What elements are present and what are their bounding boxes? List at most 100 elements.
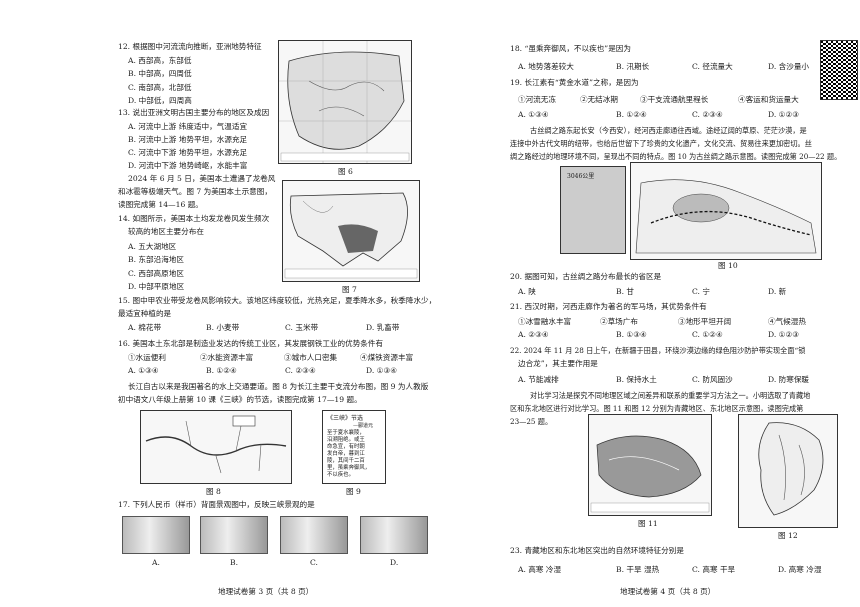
q12-option-c[interactable]: C. 南部高，北部低 xyxy=(128,83,192,92)
q20-option-c[interactable]: C. 宁 xyxy=(692,287,710,296)
q18-option-d[interactable]: D. 含沙量小 xyxy=(768,62,810,71)
q21-item-2: ②草场广布 xyxy=(600,317,638,326)
q12-option-d[interactable]: D. 中部低，四周高 xyxy=(128,96,192,105)
q17-option-b[interactable]: B. xyxy=(230,558,238,567)
q15-option-b[interactable]: B. 小麦带 xyxy=(206,323,240,332)
q20-option-d[interactable]: D. 新 xyxy=(768,287,787,296)
intro-23-line-3: 23—25 题。 xyxy=(510,417,553,426)
q22-option-c[interactable]: C. 防风固沙 xyxy=(692,375,733,384)
q21-item-3: ③地形平坦开阔 xyxy=(678,317,732,326)
q15-option-a[interactable]: A. 棉花带 xyxy=(128,323,162,332)
q17-option-a[interactable]: A. xyxy=(152,558,160,567)
q21-option-b[interactable]: B. ①③④ xyxy=(616,330,647,339)
q21-option-a[interactable]: A. ②③④ xyxy=(518,330,549,339)
q22-option-b[interactable]: B. 保持水土 xyxy=(616,375,657,384)
figure-9-caption: 图 9 xyxy=(346,487,361,496)
figure-6-caption: 图 6 xyxy=(338,167,353,176)
q19-option-b[interactable]: B. ①②④ xyxy=(616,110,647,119)
q22-option-a[interactable]: A. 节能减排 xyxy=(518,375,559,384)
figure-9-title: 《三峡》节选 xyxy=(327,415,364,422)
q16-item-4: ④煤铁资源丰富 xyxy=(360,353,414,362)
q23-option-c[interactable]: C. 高寒 干旱 xyxy=(692,565,736,574)
figure-9-line: 陵，其间千二百 xyxy=(327,458,365,464)
q12-stem: 12. 根据图中河流流向推断，亚洲地势特征 xyxy=(118,42,262,51)
q13-option-a[interactable]: A. 河流中上游 纬度适中，气温适宜 xyxy=(128,122,248,131)
q13-stem: 13. 说出亚洲文明古国主要分布的地区及成因 xyxy=(118,108,270,117)
q20-stem: 20. 据图可知，古丝绸之路分布最长的省区是 xyxy=(510,272,662,281)
q14-option-a[interactable]: A. 五大湖地区 xyxy=(128,242,177,251)
figure-11-caption: 图 11 xyxy=(638,519,658,528)
q13-option-d[interactable]: D. 河流中下游 地势崎岖，水能丰富 xyxy=(128,161,248,170)
q20-option-a[interactable]: A. 陕 xyxy=(518,287,536,296)
q22-stem: 22. 2024 年 11 月 28 日上午，在新疆于田县，环绕沙漠边缘的绿色阻… xyxy=(510,346,806,355)
q21-item-1: ①冰雪融水丰富 xyxy=(518,317,572,326)
q21-stem: 21. 西汉时期，河西走廊作为著名的军马场，其优势条件有 xyxy=(510,302,707,311)
q14-option-c[interactable]: C. 西部高原地区 xyxy=(128,269,184,278)
q12-option-b[interactable]: B. 中部高，四周低 xyxy=(128,69,192,78)
q16-item-3: ③城市人口密集 xyxy=(284,353,338,362)
q13-option-c[interactable]: C. 河流中下游 地势平坦，水源充足 xyxy=(128,148,248,157)
figure-10-badge: 3046公里 xyxy=(567,173,595,180)
banknote-image-a[interactable] xyxy=(122,516,190,554)
q18-option-a[interactable]: A. 地势落差较大 xyxy=(518,62,574,71)
figure-9-line: 命急宣，有时朝 xyxy=(327,444,365,450)
figure-10-silk-road-map xyxy=(630,162,822,260)
figure-9-body: 至于夏水襄陵， 沿溯阻绝。或王 命急宣，有时朝 发白帝，暮到江 陵，其间千二百 … xyxy=(327,430,370,479)
banknote-image-b[interactable] xyxy=(200,516,268,554)
q14-option-d[interactable]: D. 中部平原地区 xyxy=(128,282,185,291)
q16-option-d[interactable]: D. ①③④ xyxy=(366,366,398,375)
q18-option-b[interactable]: B. 汛期长 xyxy=(616,62,650,71)
figure-8-caption: 图 8 xyxy=(206,487,221,496)
q19-option-c[interactable]: C. ②③④ xyxy=(692,110,723,119)
intro-23-line-1: 对比学习法是探究不同地理区域之间差异和联系的重要学习方法之一。小明选取了青藏地 xyxy=(530,391,811,400)
q12-option-a[interactable]: A. 西部高，东部低 xyxy=(128,56,192,65)
q16-item-2: ②水能资源丰富 xyxy=(200,353,254,362)
q19-stem: 19. 长江素有“黄金水道”之称，是因为 xyxy=(510,78,639,87)
figure-9-line: 不以疾也。 xyxy=(327,472,354,478)
q23-option-a[interactable]: A. 高寒 冷湿 xyxy=(518,565,562,574)
figure-10-inset-photo: 3046公里 xyxy=(560,166,626,254)
q23-option-d[interactable]: D. 高寒 冷湿 xyxy=(778,565,822,574)
q22-stem-2: 边合龙”，其主要作用是 xyxy=(518,359,598,368)
q14-stem-2: 较高的地区主要分布在 xyxy=(128,227,204,236)
q17-stem: 17. 下列人民币（样币）背面景观图中，反映三峡景观的是 xyxy=(118,500,315,509)
q20-option-b[interactable]: B. 甘 xyxy=(616,287,635,296)
q16-option-b[interactable]: B. ①②④ xyxy=(206,366,237,375)
q19-item-3: ③干支流通航里程长 xyxy=(640,95,709,104)
q16-option-a[interactable]: A. ①③④ xyxy=(128,366,159,375)
intro-20-line-1: 古丝绸之路东起长安（今西安），经河西走廊通往西域。途经辽阔的草原、茫茫沙漠，是 xyxy=(530,126,807,135)
q16-option-c[interactable]: C. ②③④ xyxy=(285,366,316,375)
q21-option-c[interactable]: C. ①②④ xyxy=(692,330,723,339)
intro-17-line-2: 初中语文八年级上册第 10 课《三峡》的节选，读图完成第 17—19 题。 xyxy=(118,395,362,404)
q13-option-b[interactable]: B. 河流中上游 地势平坦，水源充足 xyxy=(128,135,248,144)
q21-option-d[interactable]: D. ①②③ xyxy=(768,330,800,339)
q22-option-d[interactable]: D. 防寒保暖 xyxy=(768,375,810,384)
q23-option-b[interactable]: B. 干旱 湿热 xyxy=(616,565,660,574)
q19-option-a[interactable]: A. ①③④ xyxy=(518,110,549,119)
q23-stem: 23. 青藏地区和东北地区突出的自然环境特征分别是 xyxy=(510,546,684,555)
page-footer-3: 地理试卷第 3 页（共 8 页） xyxy=(218,587,314,596)
intro-20-line-3: 绸之路经过的地理环境不同，呈现出不同的特点。图 10 为古丝绸之路示意图。读图完… xyxy=(510,152,842,161)
q14-option-b[interactable]: B. 东部沿海地区 xyxy=(128,255,184,264)
intro-14-line-2: 和冰雹等极端天气。图 7 为美国本土示意图， xyxy=(118,187,272,196)
q19-option-d[interactable]: D. ①②③ xyxy=(768,110,800,119)
q15-option-d[interactable]: D. 乳畜带 xyxy=(366,323,400,332)
figure-7-usa-map xyxy=(282,180,420,282)
figure-7-caption: 图 7 xyxy=(342,285,357,294)
q19-item-1: ①河流无冻 xyxy=(518,95,556,104)
figure-9-author: —郦道元 xyxy=(353,423,374,429)
figure-12-caption: 图 12 xyxy=(778,531,798,540)
intro-20-line-2: 连接中外古代文明的纽带，也给后世留下了珍贵的文化遗产，文化交流、贸易往来更加密切… xyxy=(510,139,812,148)
banknote-image-d[interactable] xyxy=(360,516,428,554)
figure-9-line: 里，虽乘奔御风， xyxy=(327,465,371,471)
figure-12-northeast-map xyxy=(738,414,838,528)
intro-23-line-2: 区和东北地区进行对比学习。图 11 和图 12 分别为青藏地区、东北地区示意图，… xyxy=(510,404,804,413)
q17-option-d[interactable]: D. xyxy=(390,558,399,567)
q15-stem-2: 最适宜种植的是 xyxy=(118,309,172,318)
q18-option-c[interactable]: C. 径流量大 xyxy=(692,62,733,71)
q17-option-c[interactable]: C. xyxy=(310,558,318,567)
figure-6-asia-map xyxy=(278,40,412,164)
banknote-image-c[interactable] xyxy=(280,516,348,554)
q15-option-c[interactable]: C. 玉米带 xyxy=(285,323,319,332)
q16-item-1: ①水运便利 xyxy=(128,353,166,362)
